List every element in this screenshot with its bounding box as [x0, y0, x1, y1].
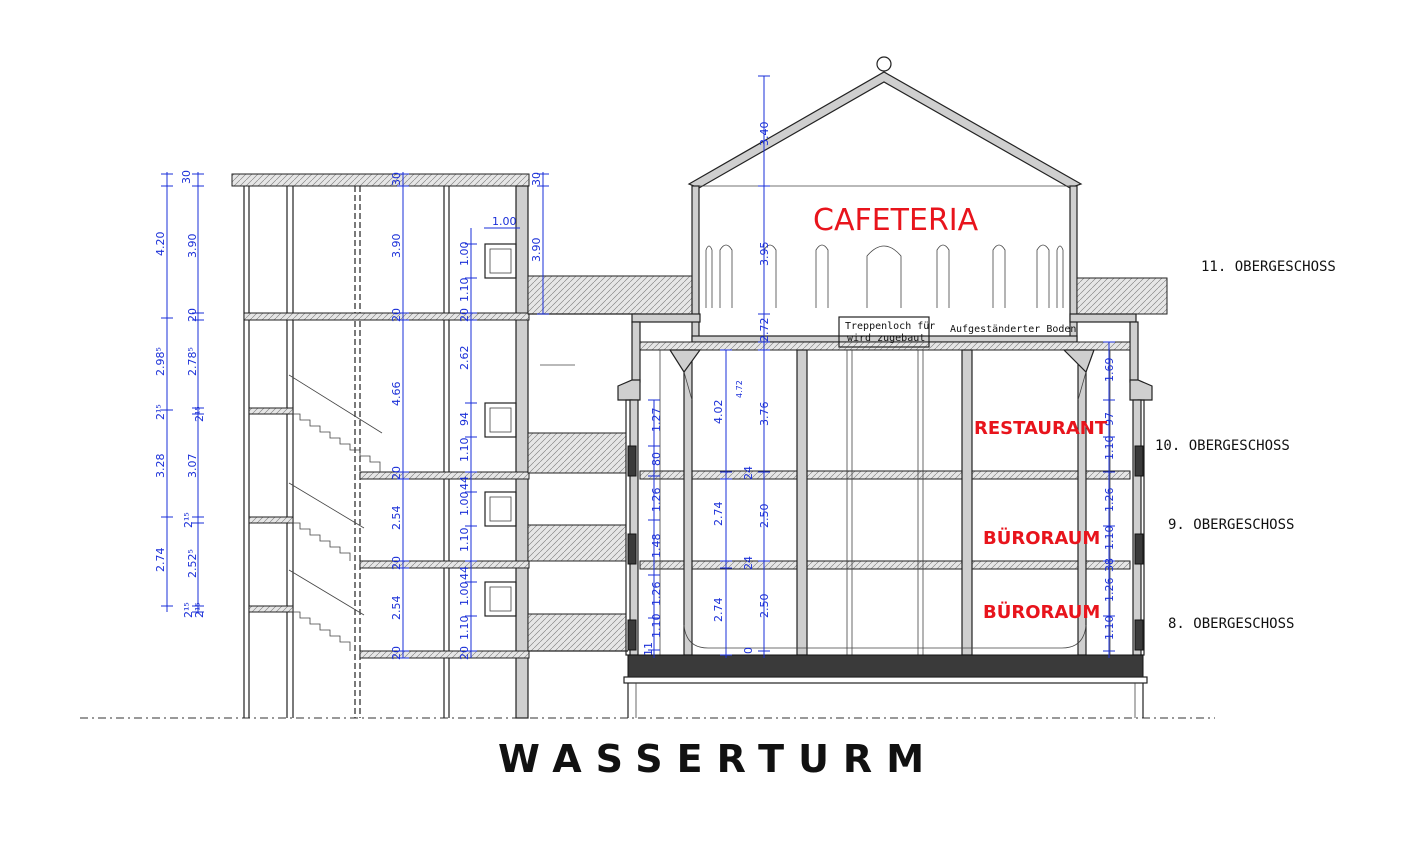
dim-tower-mid1-2: 2.74: [712, 598, 725, 623]
dim-tower-mid2-9: 0: [742, 647, 755, 654]
dim-tower-right-5: 1.26: [1103, 578, 1116, 603]
dim-window-10: 44: [458, 566, 471, 580]
dim-left-outer-2: 2.98⁵: [154, 347, 167, 376]
dim-window-8: 1.00: [458, 492, 471, 517]
dim-left-inner-4: 2¹⁵: [193, 406, 206, 422]
dim-tower-mid1-0: 4.02: [712, 400, 725, 425]
dim-tower-right-1: 97: [1103, 412, 1116, 426]
dim-tower-right-4: 1.10: [1103, 526, 1116, 551]
left-building: [231, 173, 530, 719]
dim-left-inner-7: 2.52⁵: [186, 549, 199, 578]
dim-window-7: 44: [458, 476, 471, 490]
dim-tower-left-2: 1.26: [650, 488, 663, 513]
dim-left-inner-5: 3.07: [186, 454, 199, 479]
dim-core-3: 4.66: [390, 382, 403, 407]
dim-core-6: 20: [390, 556, 403, 570]
dim-tower-mid2-3: 3.76: [758, 402, 771, 427]
dim-window-1: 1.00: [458, 242, 471, 267]
dim-window-2: 1.10: [458, 278, 471, 303]
dim-tower-mid2-5: 2.50: [758, 594, 771, 619]
floor-label-9: 9. OBERGESCHOSS: [1168, 517, 1294, 533]
dim-tower-left-3: 1.48: [650, 534, 663, 559]
connector: [527, 275, 697, 652]
dimension-texts: 30 4.20 2.98⁵ 2¹⁵ 3.28 2¹⁵ 2.74 2¹⁵ 3.90…: [154, 122, 1116, 661]
dim-tower-mid2-4: 2.50: [758, 504, 771, 529]
dim-tower-mid2-0: 3.40: [758, 122, 771, 147]
room-label-office-lower: BÜRORAUM: [983, 601, 1100, 623]
dim-core-1: 3.90: [390, 234, 403, 259]
dim-left-inner-3: 2.78⁵: [186, 347, 199, 376]
dim-core-0: 30: [390, 172, 403, 186]
dim-window-top: 1.00: [492, 215, 517, 228]
dim-right-small-0: 30: [530, 172, 543, 186]
dim-tower-left-4: 1.26: [650, 582, 663, 607]
dim-core-7: 2.54: [390, 596, 403, 621]
note-raised-floor: Aufgeständerter Boden: [950, 324, 1076, 335]
floor-label-11: 11. OBERGESCHOSS: [1201, 259, 1336, 275]
dim-left-outer-3: 2¹⁵: [154, 404, 167, 420]
note-stair-hole-line1: Treppenloch für: [845, 321, 935, 332]
dim-left-outer-0: 30: [180, 170, 193, 184]
dim-tower-left-5: 1.10: [650, 614, 663, 639]
dim-tower-left-6: 11: [642, 642, 655, 656]
room-label-restaurant: RESTAURANT: [974, 418, 1108, 439]
dim-left-outer-4: 3.28: [154, 454, 167, 479]
dim-tower-mid2-7: 24: [742, 466, 755, 480]
dim-window-11: 1.00: [458, 582, 471, 607]
dim-tower-right-2: 1.10: [1103, 436, 1116, 461]
dim-tower-mid2-1: 3.95: [758, 242, 771, 267]
room-label-cafeteria: CAFETERIA: [813, 203, 979, 238]
note-stair-hole-line2: wird zugebaut: [847, 333, 925, 344]
dim-window-5: 94: [458, 412, 471, 426]
dim-core-4: 20: [390, 466, 403, 480]
dim-left-inner-8: 2¹⁵: [193, 602, 206, 618]
dim-tower-left-1: 80: [650, 452, 663, 466]
dim-window-4: 2.62: [458, 346, 471, 371]
dimension-lines: [161, 75, 1115, 659]
dim-core-5: 2.54: [390, 506, 403, 531]
dim-tower-mid1-1: 2.74: [712, 502, 725, 527]
dim-window-6: 1.10: [458, 438, 471, 463]
dim-tower-mid2-8: 24: [742, 556, 755, 570]
dim-window-13: 20: [458, 646, 471, 660]
dim-tower-right-7: 38: [1103, 558, 1116, 572]
water-tower: [617, 56, 1168, 718]
room-label-office-upper: BÜRORAUM: [983, 527, 1100, 549]
dim-tower-right-3: 1.26: [1103, 488, 1116, 513]
dim-left-outer-6: 2.74: [154, 548, 167, 573]
dim-tower-right-6: 1.10: [1103, 616, 1116, 641]
dim-window-9: 1.10: [458, 528, 471, 553]
dim-tower-left-0: 1.27: [650, 408, 663, 433]
dim-left-outer-7: 2¹⁵: [182, 602, 195, 618]
dim-left-outer-1: 4.20: [154, 232, 167, 257]
dim-left-inner-1: 3.90: [186, 234, 199, 259]
drawing-title: WASSERTURM: [498, 737, 938, 781]
dim-window-3: 20: [458, 308, 471, 322]
dim-window-12: 1.10: [458, 616, 471, 641]
dim-core-8: 20: [390, 646, 403, 660]
dim-tower-mid2-6: 4.72: [735, 380, 744, 398]
dim-tower-mid2-2: 2.72: [758, 318, 771, 343]
dim-left-outer-5: 2¹⁵: [182, 512, 195, 528]
dim-core-2: 20: [390, 308, 403, 322]
dim-right-small-1: 3.90: [530, 238, 543, 263]
floor-label-8: 8. OBERGESCHOSS: [1168, 616, 1294, 632]
dim-tower-right-0: 1.69: [1103, 358, 1116, 383]
floor-label-10: 10. OBERGESCHOSS: [1155, 438, 1290, 454]
dim-left-inner-2: 20: [186, 308, 199, 322]
